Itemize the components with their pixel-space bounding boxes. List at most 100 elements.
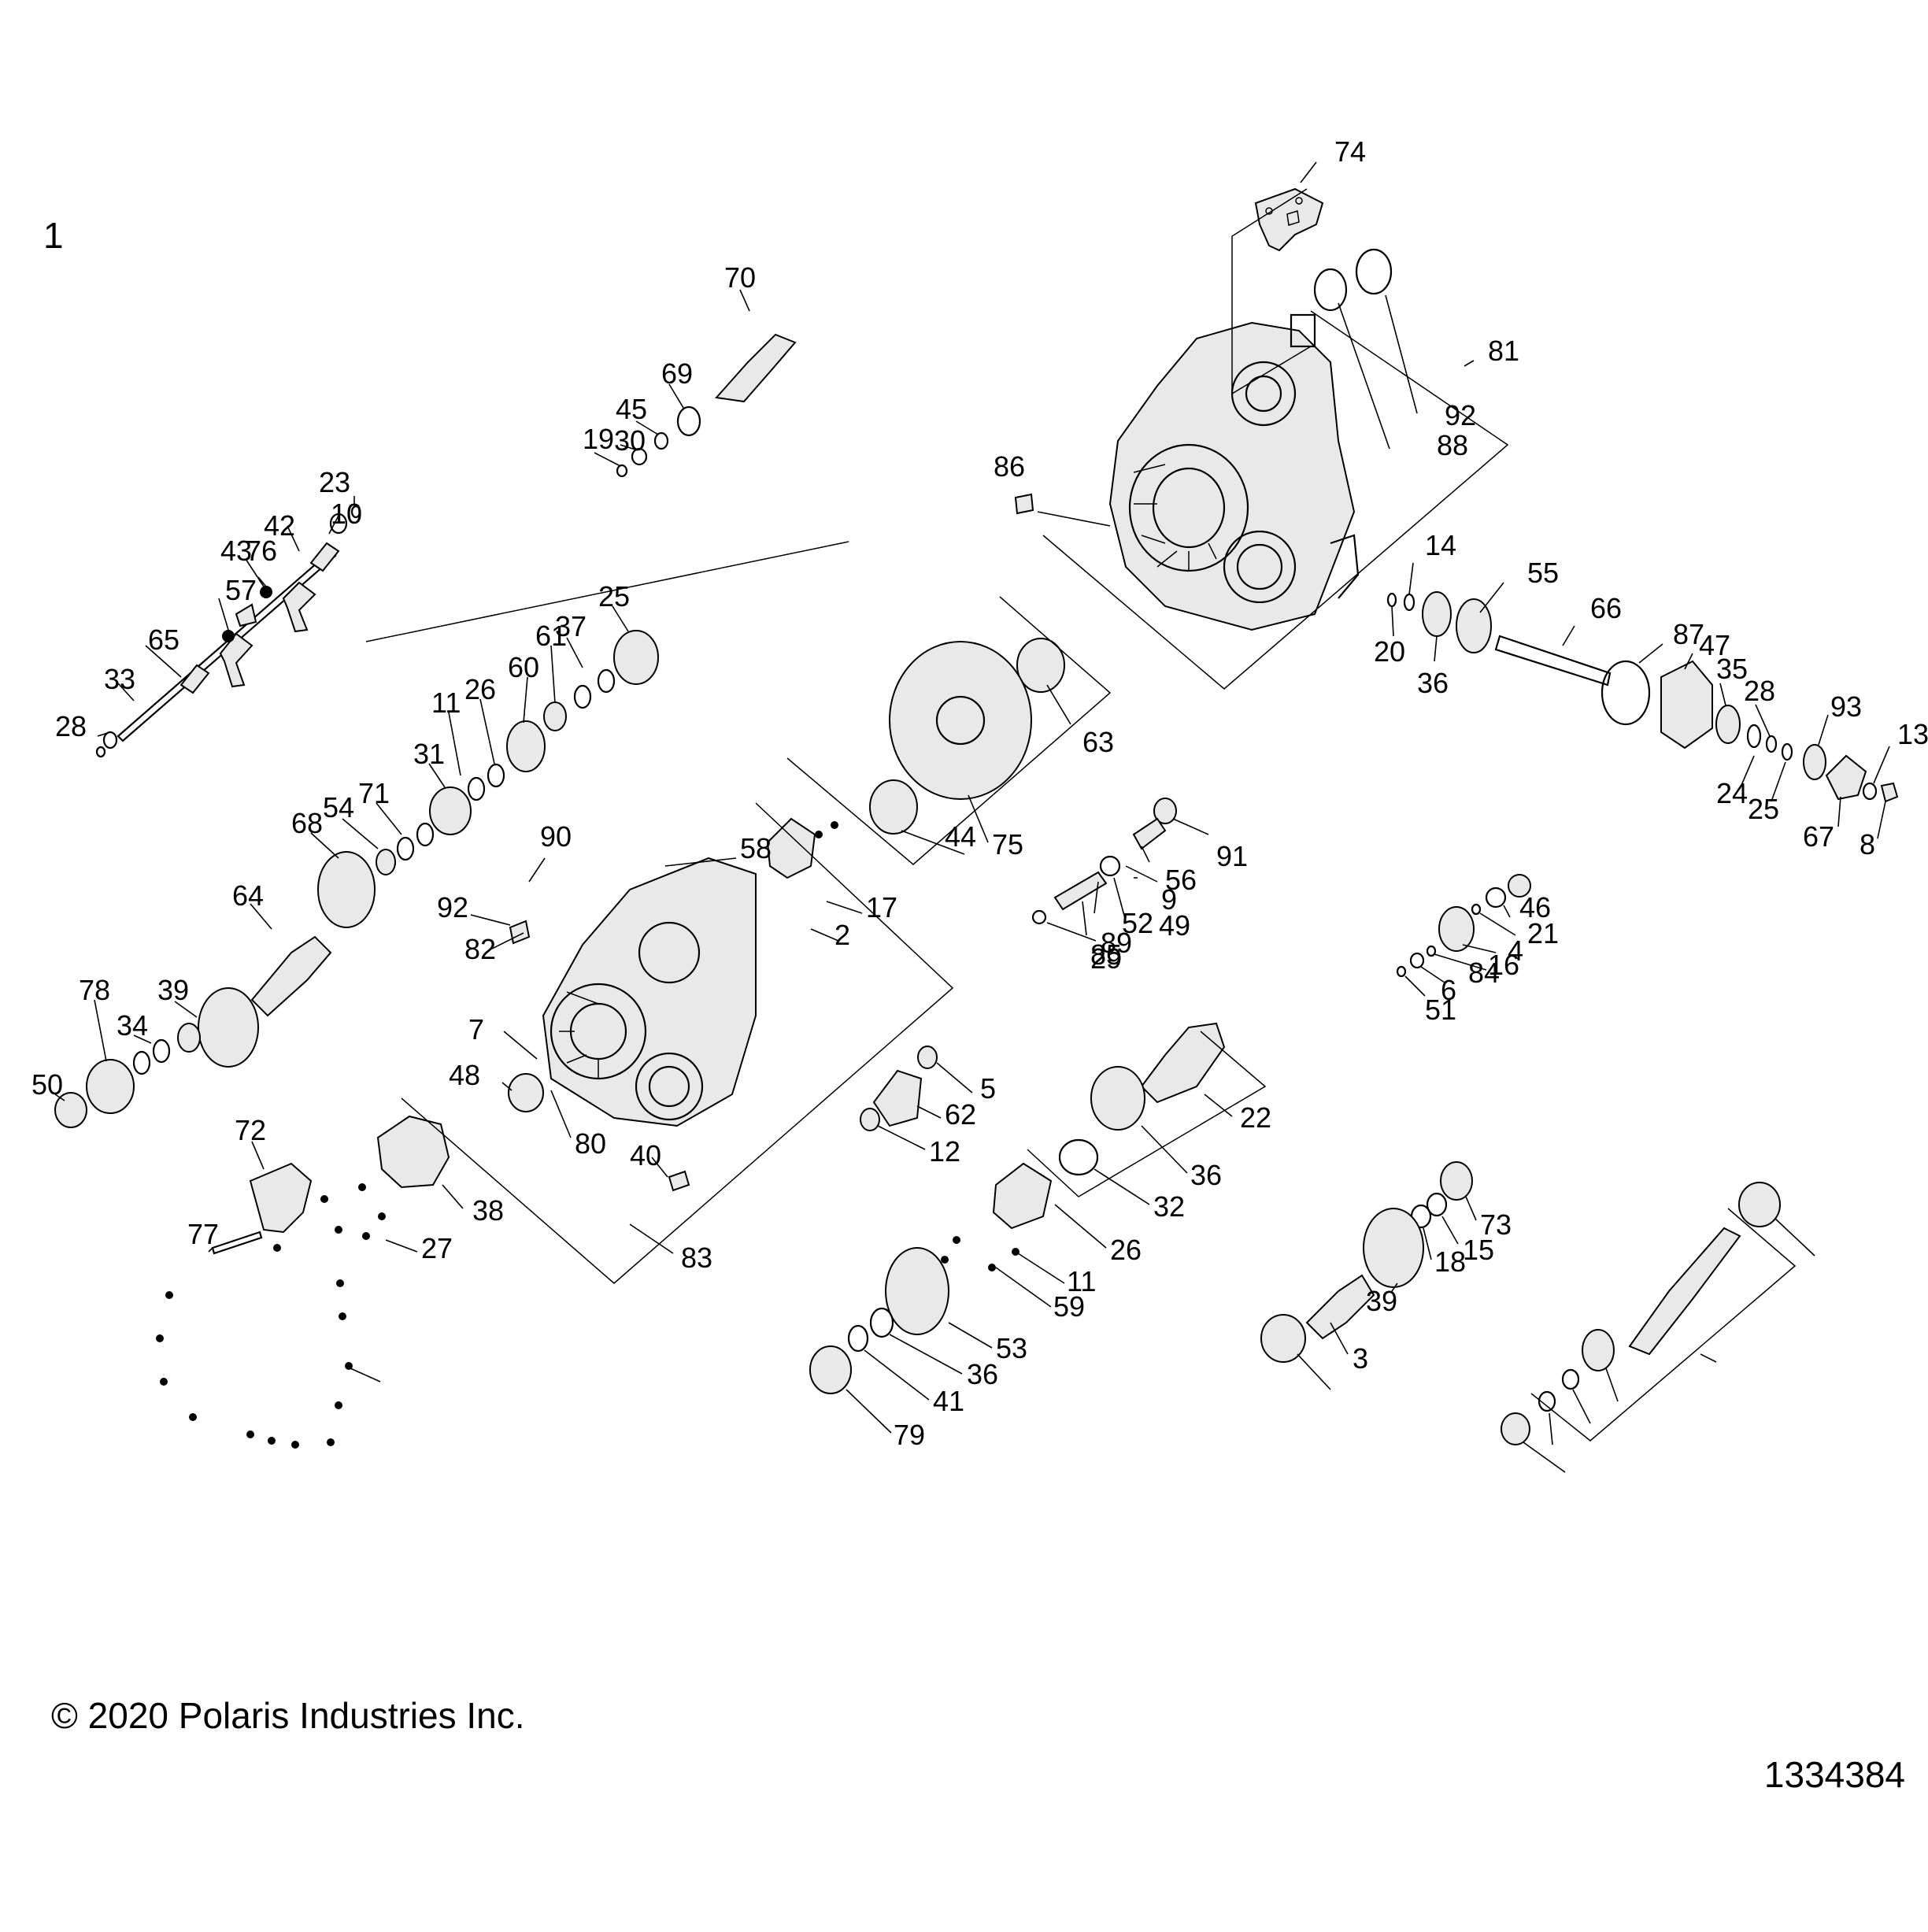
clip-19	[616, 464, 628, 478]
callout-48: 48	[449, 1059, 480, 1091]
nut-8	[1880, 782, 1899, 803]
ring-26-right	[1426, 1192, 1448, 1217]
ring-25-mid	[467, 776, 486, 801]
callout-23: 23	[319, 466, 350, 498]
gear-59	[1363, 1208, 1424, 1288]
callout-72: 72	[235, 1114, 266, 1146]
shaft-54	[250, 935, 332, 1017]
ring-11-upper	[396, 836, 415, 861]
callout-42: 42	[264, 509, 295, 542]
callout-19: 19	[583, 423, 614, 455]
callout-88: 88	[1437, 429, 1468, 461]
bearing-35	[1715, 705, 1741, 744]
bearing-36-lower-left	[809, 1345, 852, 1394]
bearing-38	[1090, 1066, 1145, 1131]
callout-6: 6	[1441, 974, 1456, 1006]
callout-50: 50	[31, 1068, 63, 1101]
callout-34: 34	[117, 1009, 148, 1042]
bearing-32	[1440, 1161, 1473, 1201]
callout-36: 36	[1417, 667, 1449, 699]
page-number: 1	[43, 215, 64, 256]
housing-80	[542, 857, 757, 1127]
callout-28: 28	[55, 710, 87, 742]
callout-55: 55	[1527, 557, 1559, 589]
callout-26: 26	[464, 673, 496, 705]
callout-47: 47	[1699, 629, 1730, 661]
detent-assembly	[1031, 798, 1177, 925]
ring-18	[1538, 1390, 1556, 1412]
flange-67	[1825, 754, 1867, 801]
callout-89: 89	[1101, 927, 1132, 959]
pump-48	[376, 1115, 450, 1189]
bearing-41	[1738, 1182, 1781, 1227]
callout-58: 58	[740, 832, 772, 864]
ring-15	[1561, 1368, 1580, 1390]
gasket-83	[992, 1162, 1053, 1230]
callout-53: 53	[996, 1332, 1027, 1364]
bracket-82	[249, 1162, 313, 1234]
callout-74: 74	[1334, 135, 1366, 168]
copyright-text: © 2020 Polaris Industries Inc.	[51, 1695, 525, 1736]
callout-80: 80	[575, 1127, 606, 1160]
loose-bolts	[156, 821, 1020, 1449]
callout-60: 60	[508, 651, 539, 683]
ring-26-upper	[416, 822, 435, 847]
callout-44: 44	[945, 820, 976, 853]
leader-lines	[54, 161, 1890, 1473]
callout-76: 76	[246, 535, 277, 567]
callout-71: 71	[358, 777, 390, 809]
callout-20: 20	[1374, 635, 1405, 668]
callout-3: 3	[1353, 1342, 1368, 1375]
callout-32: 32	[1153, 1190, 1185, 1223]
callout-66: 66	[1590, 592, 1622, 624]
cover-51	[766, 817, 816, 879]
shift-drum-parts	[1396, 874, 1531, 978]
callout-93: 93	[1830, 690, 1862, 723]
callout-18: 18	[1434, 1245, 1466, 1278]
o-ring-87	[1600, 660, 1651, 726]
callout-85: 85	[1090, 938, 1122, 971]
callout-35: 35	[1716, 653, 1748, 685]
washer-13	[1862, 782, 1878, 801]
shaft-70	[715, 333, 797, 403]
callout-56: 56	[1165, 864, 1197, 896]
pinion-77	[1140, 1022, 1226, 1104]
callout-8: 8	[1860, 828, 1875, 861]
callout-17: 17	[866, 891, 897, 923]
bearing-36-top	[1422, 591, 1452, 637]
callout-13: 13	[1897, 718, 1928, 750]
callout-39: 39	[157, 974, 189, 1006]
callout-61: 61	[535, 620, 567, 652]
callout-51: 51	[1425, 994, 1456, 1026]
callout-54: 54	[323, 791, 354, 824]
callout-37: 37	[555, 610, 587, 642]
callout-49: 49	[1159, 909, 1190, 942]
callout-15: 15	[1463, 1234, 1494, 1266]
callout-40: 40	[630, 1139, 661, 1171]
bearing-40-lower	[860, 1108, 880, 1131]
callout-29: 29	[1090, 942, 1122, 975]
ring-12	[869, 1307, 894, 1338]
callout-92: 92	[1445, 399, 1476, 431]
callout-12: 12	[929, 1135, 960, 1168]
callout-31: 31	[413, 738, 445, 770]
assembly-brackets	[365, 188, 1797, 1442]
callout-68: 68	[291, 807, 323, 839]
callout-82: 82	[464, 933, 496, 965]
bearing-39-right	[1501, 1412, 1530, 1445]
callout-25: 25	[1748, 793, 1779, 825]
callout-90: 90	[540, 820, 572, 853]
bearing-34-upper	[1016, 638, 1065, 693]
callout-33: 33	[104, 663, 135, 695]
hub-60	[429, 786, 472, 835]
ring-45	[653, 431, 669, 450]
seal-92-top	[1355, 248, 1393, 295]
bearing-40-upper	[917, 1046, 938, 1069]
callout-84: 84	[1468, 957, 1500, 989]
ring-28-right	[1765, 735, 1778, 753]
callout-4: 4	[1508, 935, 1523, 967]
callout-86: 86	[994, 450, 1025, 483]
callout-9: 9	[1161, 883, 1177, 916]
ring-22	[847, 1324, 869, 1353]
gear-73	[1582, 1329, 1615, 1371]
